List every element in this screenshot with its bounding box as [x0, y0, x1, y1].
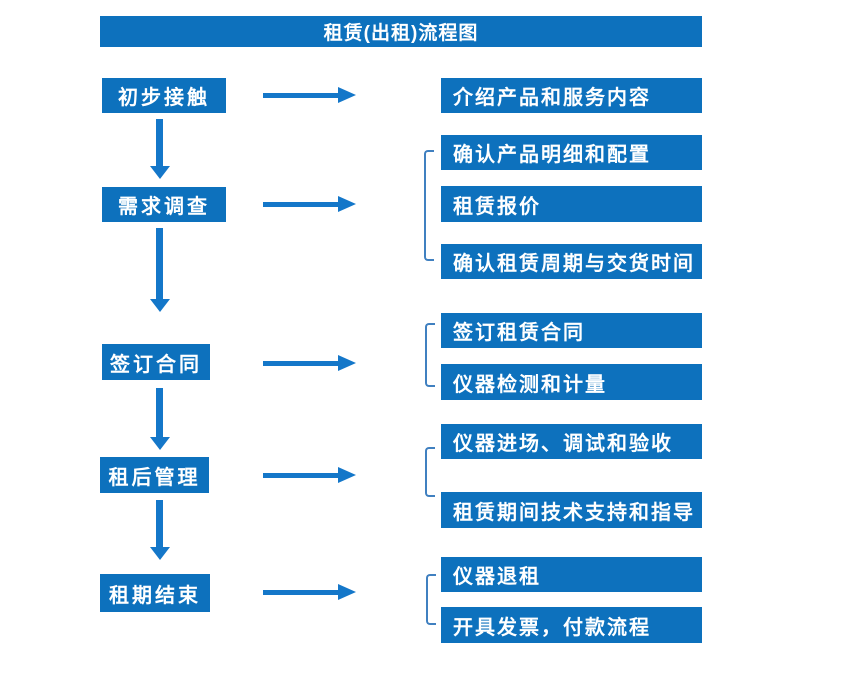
flowchart-title: 租赁(出租)流程图 — [100, 16, 702, 47]
arrow-head — [338, 355, 356, 371]
bracket-rental-end-group — [426, 574, 436, 625]
detail-instrument-return: 仪器退租 — [441, 557, 702, 592]
arrow-head — [338, 196, 356, 212]
detail-sign-rental-contract: 签订租赁合同 — [441, 313, 702, 348]
stage-initial-contact: 初步接触 — [102, 78, 226, 113]
arrow-head — [338, 584, 356, 600]
arrow-head — [150, 437, 170, 450]
bracket-demand-survey-group — [424, 150, 434, 261]
bracket-contract-group — [425, 323, 435, 387]
arrow-shaft — [263, 473, 338, 478]
arrow-head — [150, 299, 170, 312]
arrow-shaft — [156, 228, 163, 299]
detail-rental-quotation: 租赁报价 — [441, 186, 702, 222]
stage-demand-survey: 需求调查 — [102, 187, 226, 222]
stage-contract-signing: 签订合同 — [102, 344, 210, 380]
detail-confirm-rental-period-delivery: 确认租赁周期与交货时间 — [441, 244, 702, 279]
arrow-shaft — [156, 500, 163, 547]
arrow-shaft — [156, 388, 163, 437]
arrow-shaft — [263, 590, 338, 595]
detail-product-service-intro: 介绍产品和服务内容 — [441, 78, 702, 113]
detail-rental-tech-support-guidance: 租赁期间技术支持和指导 — [441, 492, 702, 528]
detail-instrument-inspection-metering: 仪器检测和计量 — [441, 364, 702, 400]
arrow-head — [338, 87, 356, 103]
arrow-head — [338, 467, 356, 483]
arrow-shaft — [156, 119, 163, 166]
arrow-head — [150, 166, 170, 179]
arrow-head — [150, 547, 170, 560]
stage-post-rental-management: 租后管理 — [100, 457, 209, 493]
stage-rental-end: 租期结束 — [100, 574, 210, 612]
bracket-post-rental-group — [425, 447, 435, 497]
detail-confirm-product-config: 确认产品明细和配置 — [441, 135, 702, 170]
detail-instrument-arrival-debug-acceptance: 仪器进场、调试和验收 — [441, 424, 702, 459]
arrow-shaft — [263, 202, 338, 207]
arrow-shaft — [263, 361, 338, 366]
arrow-shaft — [263, 93, 338, 98]
detail-invoice-payment-process: 开具发票，付款流程 — [441, 607, 702, 643]
